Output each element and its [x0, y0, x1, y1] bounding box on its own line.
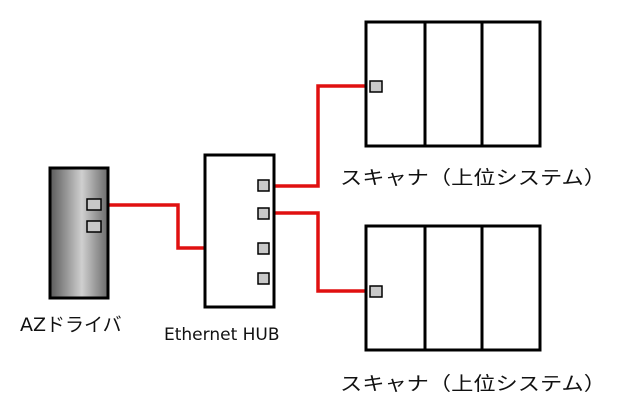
scanner-top-label: スキャナ（上位システム）: [340, 167, 606, 189]
scanner-bottom: スキャナ（上位システム）: [340, 224, 606, 395]
hub-port-4: [257, 272, 270, 285]
scanner-bottom-port: [369, 285, 383, 298]
ethernet-hub: Ethernet HUB: [164, 153, 280, 345]
scanner-bottom-label: スキャナ（上位システム）: [340, 373, 606, 395]
hub-port-3: [257, 242, 270, 255]
az-driver-port-1: [86, 198, 102, 211]
az-driver: AZドライバ: [20, 166, 122, 336]
az-driver-label: AZドライバ: [20, 314, 122, 336]
az-driver-body: [48, 166, 110, 300]
hub-port-1: [257, 179, 270, 192]
scanner-top-port: [369, 80, 383, 93]
cable-hub-to-scanner-top: [270, 84, 372, 188]
hub-port-2: [257, 207, 270, 220]
ethernet-hub-label: Ethernet HUB: [164, 325, 280, 345]
cable-hub-to-scanner-bottom: [270, 211, 372, 293]
scanner-top: スキャナ（上位システム）: [340, 20, 606, 189]
scanner-top-body: [364, 20, 542, 148]
scanner-bottom-body: [364, 224, 542, 352]
az-driver-port-2: [86, 220, 102, 233]
